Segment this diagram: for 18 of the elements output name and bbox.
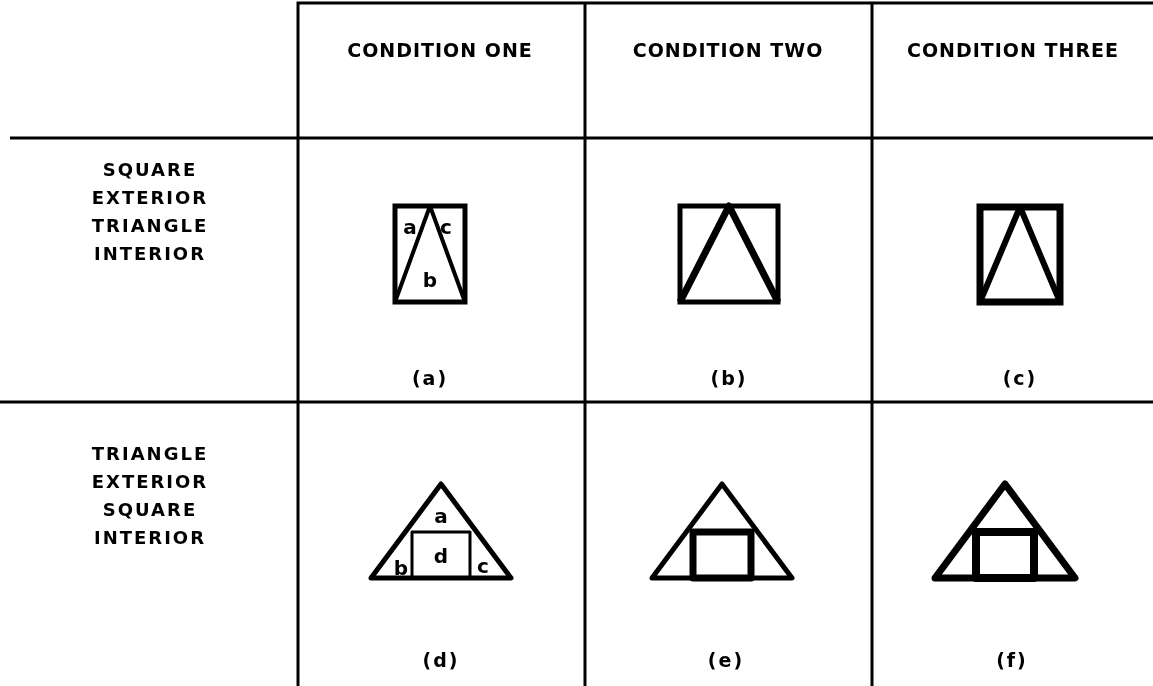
region-letter: b: [393, 556, 409, 580]
figure-label: (f): [996, 649, 1028, 671]
figure-label: (c): [1002, 367, 1038, 389]
figure-label: (a): [411, 367, 449, 389]
figure-label: (b): [710, 367, 748, 389]
row-header: TRIANGLE EXTERIOR SQUARE INTERIOR: [90, 442, 210, 550]
region-letter: c: [477, 554, 489, 578]
region-letter: d: [433, 544, 449, 568]
region-letter: b: [422, 268, 438, 292]
figure-label: (e): [707, 649, 745, 671]
region-letter: c: [440, 215, 452, 239]
region-letter: a: [434, 504, 448, 528]
column-header: CONDITION TWO: [632, 39, 824, 61]
column-header: CONDITION THREE: [907, 39, 1119, 61]
column-header: CONDITION ONE: [347, 39, 533, 61]
region-letter: a: [403, 215, 417, 239]
row-header: SQUARE EXTERIOR TRIANGLE INTERIOR: [90, 158, 210, 266]
figure-label: (d): [422, 649, 460, 671]
